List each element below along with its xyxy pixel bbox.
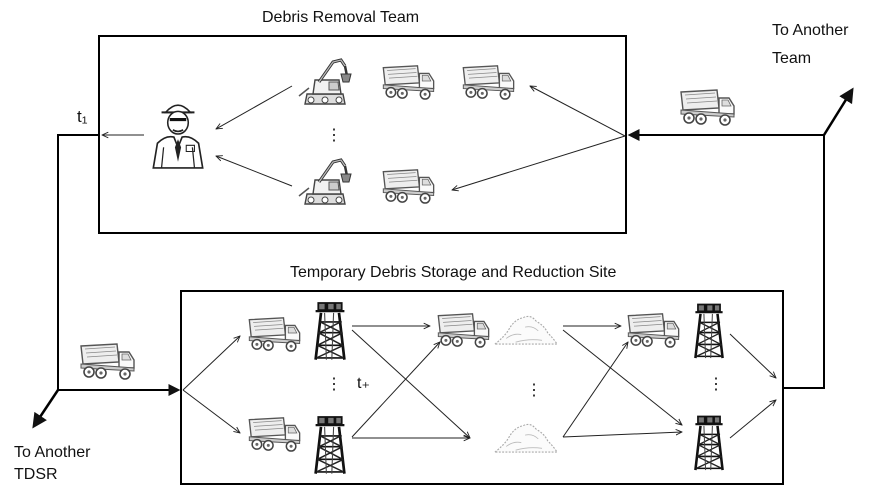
arrow (530, 86, 626, 137)
ellipsis-excavators: ⋮ (326, 127, 342, 144)
crusher-tower-icon (314, 300, 346, 362)
team-box-title: Debris Removal Team (262, 9, 420, 26)
ellipsis-tdsr-trucks: ⋮ (326, 376, 342, 393)
loop-line-left (57, 134, 181, 396)
arrow (216, 85, 293, 129)
excavator-icon (297, 58, 353, 106)
to-another-tdsr-arrow (32, 389, 60, 429)
arrow (562, 342, 628, 438)
debris-pile-icon (494, 315, 558, 345)
dump-truck-icon (437, 313, 490, 348)
dump-truck-icon (627, 313, 680, 348)
dump-truck-icon (248, 417, 301, 452)
arrow (562, 432, 682, 438)
to-another-team-label-line1: To Another (772, 22, 849, 39)
to-another-team-label-line2: Team (772, 50, 812, 67)
tdsr-box-title: Temporary Debris Storage and Reduction S… (290, 264, 617, 281)
arrow (351, 342, 440, 438)
dump-truck-icon (382, 169, 435, 204)
crusher-tower-icon (694, 414, 724, 472)
debris-pile-icon (494, 423, 558, 453)
dump-truck-icon (382, 65, 435, 100)
arrow (452, 135, 626, 190)
ellipsis-piles: ⋮ (526, 382, 542, 399)
ellipsis-towers: ⋮ (708, 376, 724, 393)
to-another-tdsr-label-line2: TDSR (14, 466, 58, 483)
arrow (351, 329, 470, 438)
worker-icon (151, 103, 205, 170)
ts-label: t₊ (357, 375, 370, 392)
crusher-tower-icon (314, 414, 346, 476)
to-another-team-arrow (822, 87, 854, 136)
dump-truck-icon (680, 89, 735, 126)
crusher-tower-icon (694, 302, 724, 360)
dump-truck-icon (80, 343, 135, 380)
t1-label: t₁ (77, 107, 88, 126)
arrow (729, 400, 776, 439)
excavator-icon (297, 158, 353, 206)
arrow (216, 156, 293, 187)
arrow (729, 333, 776, 378)
loop-line-right (627, 129, 825, 389)
to-another-tdsr-label-line1: To Another (14, 444, 91, 461)
dump-truck-icon (462, 65, 515, 100)
arrow (182, 336, 240, 391)
dump-truck-icon (248, 317, 301, 352)
arrow (182, 389, 240, 433)
arrow (562, 329, 682, 425)
